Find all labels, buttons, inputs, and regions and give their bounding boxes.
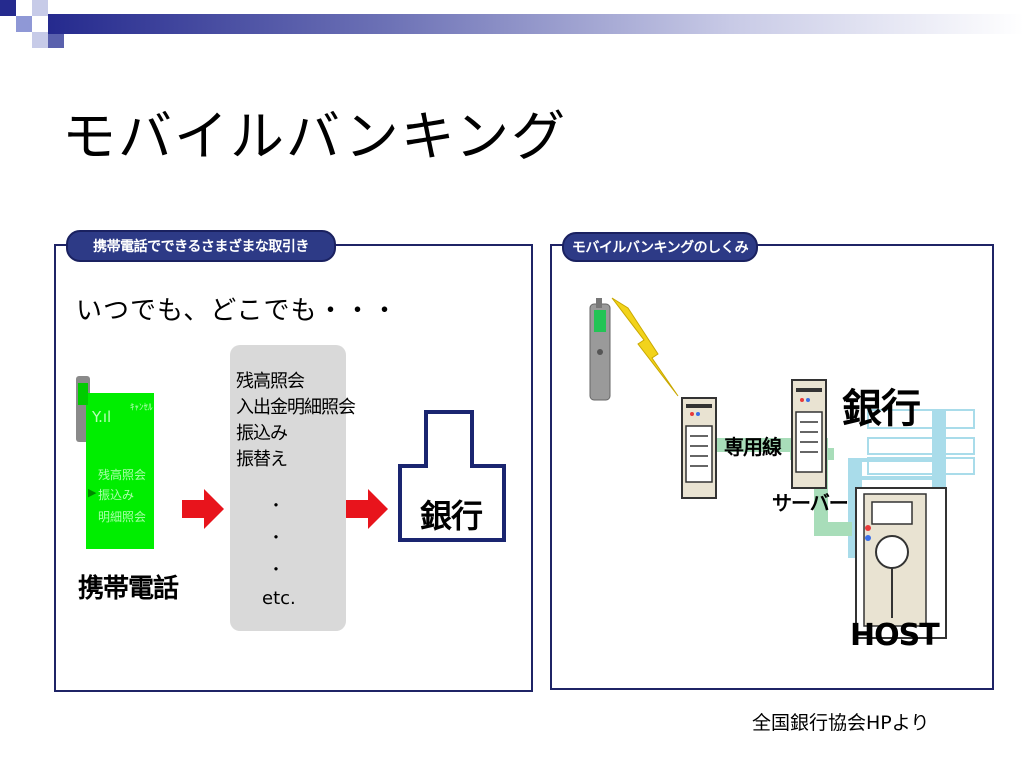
bank-building-icon: [398, 410, 506, 542]
phone-menu-item: 明細照会: [98, 510, 147, 524]
etc-label: etc.: [262, 588, 296, 609]
right-panel-tab: モバイルバンキングのしくみ: [562, 232, 758, 262]
tagline: いつでも、どこでも・・・: [76, 296, 399, 326]
ellipsis-dot: ・: [268, 528, 285, 547]
phone-menu-item: 残高照会: [98, 468, 147, 482]
phone-body: [86, 393, 154, 549]
server-label: サーバー: [772, 491, 849, 515]
corner-square-navy-2: [48, 32, 64, 48]
service-item: 振込み: [236, 423, 288, 444]
host-label: HOST: [850, 618, 940, 653]
header-gradient-bar: [48, 14, 1024, 34]
phone-antenna-tip: [78, 383, 88, 405]
phone-label: 携帯電話: [78, 574, 179, 604]
services-box: [230, 345, 346, 631]
phone-menu-cursor-icon: ▶: [88, 486, 97, 499]
phone-corner-label: ｷｬﾝｾﾙ: [130, 403, 153, 413]
bank-label-right: 銀行: [842, 386, 921, 432]
service-item: 残高照会: [236, 371, 305, 392]
phone-signal: Y.ıl: [92, 408, 112, 426]
corner-square-light-2: [32, 32, 48, 48]
corner-square-light: [32, 0, 48, 16]
source-credit: 全国銀行協会HPより: [752, 712, 930, 734]
ellipsis-dot: ・: [268, 560, 285, 579]
service-item: 入出金明細照会: [236, 397, 356, 418]
left-panel-tab: 携帯電話でできるさまざまな取引き: [66, 230, 336, 262]
network-diagram: [589, 297, 975, 639]
slide-title: モバイルバンキング: [62, 105, 568, 168]
corner-square-navy: [0, 0, 16, 16]
arrow-right-icon: [346, 489, 388, 529]
dedicated-line-label: 専用線: [724, 435, 782, 459]
service-item: 振替え: [236, 449, 288, 470]
bank-label: 銀行: [420, 497, 483, 535]
arrow-right-icon: [182, 489, 224, 529]
ellipsis-dot: ・: [268, 496, 285, 515]
phone-menu-item: 振込み: [98, 488, 135, 502]
corner-square-blue: [16, 16, 32, 32]
